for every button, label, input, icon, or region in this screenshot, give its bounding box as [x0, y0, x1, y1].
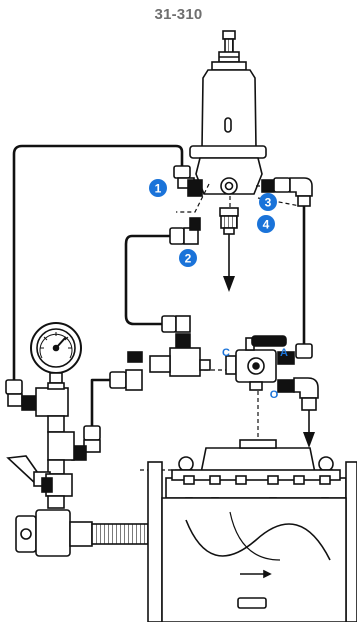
- callout-1-label: 1: [155, 182, 162, 196]
- discharge-arrow-top: [223, 234, 235, 292]
- pilot-regulator: [189, 30, 267, 235]
- callout-4: 4: [257, 215, 275, 233]
- model-number-title: 31-310: [154, 6, 203, 23]
- callout-1: 1: [149, 179, 167, 197]
- port-label-c: C: [222, 347, 230, 359]
- pressure-gauge: [30, 322, 82, 384]
- fittings: [71, 165, 319, 461]
- callout-3: 3: [259, 193, 277, 211]
- port-label-o: O: [270, 389, 279, 401]
- gauge-tee-assembly: [5, 379, 149, 557]
- callout-2: 2: [179, 249, 197, 267]
- discharge-arrow-right: [303, 410, 315, 448]
- three-way-valve: [225, 335, 287, 391]
- tubing: [12, 144, 306, 426]
- callout-2-label: 2: [185, 252, 192, 266]
- port-label-a: A: [280, 347, 288, 359]
- callout-3-label: 3: [265, 196, 272, 210]
- callout-4-label: 4: [263, 218, 270, 232]
- main-valve: [147, 439, 357, 622]
